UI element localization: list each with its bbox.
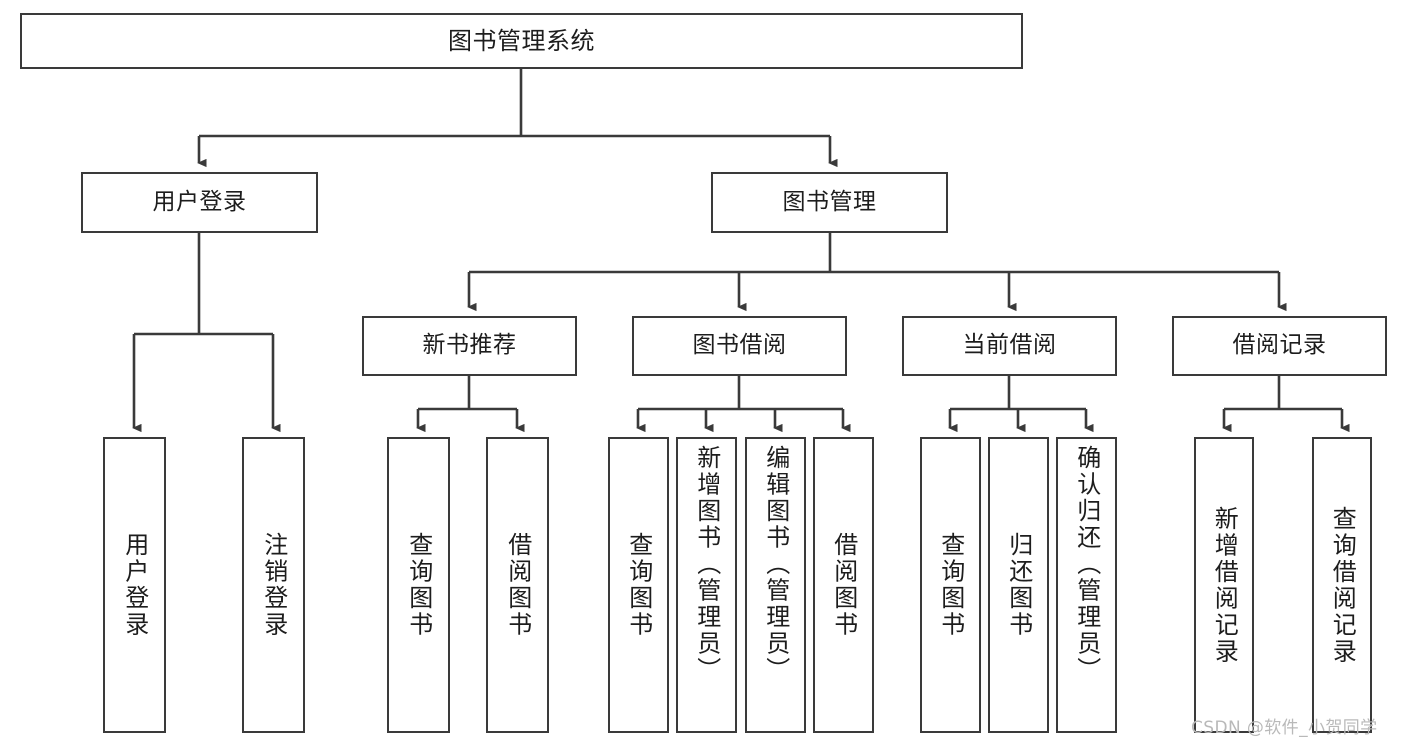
- leaf-book-borrow-borrow-book[interactable]: 借阅图书: [813, 437, 874, 733]
- leaf-user-login-login[interactable]: 用户登录: [103, 437, 166, 733]
- node-user-login[interactable]: 用户登录: [81, 172, 318, 233]
- leaf-book-borrow-add-book-admin[interactable]: 新增图书（管理员）: [676, 437, 737, 733]
- leaf-user-login-logout[interactable]: 注销登录: [242, 437, 305, 733]
- node-book-borrow[interactable]: 图书借阅: [632, 316, 847, 376]
- node-label: 确认归还（管理员）: [1072, 445, 1101, 684]
- node-label: 图书管理: [782, 188, 877, 215]
- leaf-current-borrow-return-book[interactable]: 归还图书: [988, 437, 1049, 733]
- node-label: 用户登录: [152, 188, 247, 215]
- leaf-borrow-record-query-record[interactable]: 查询借阅记录: [1312, 437, 1372, 733]
- node-label: 借阅图书: [503, 532, 532, 638]
- node-current-borrow[interactable]: 当前借阅: [902, 316, 1117, 376]
- node-label: 查询借阅记录: [1328, 505, 1357, 665]
- watermark-text: CSDN @软件_小贺同学: [1191, 718, 1378, 738]
- node-label: 图书借阅: [692, 332, 787, 359]
- node-root-book-management-system[interactable]: 图书管理系统: [20, 13, 1023, 69]
- leaf-book-borrow-query-book[interactable]: 查询图书: [608, 437, 669, 733]
- leaf-new-book-query-book[interactable]: 查询图书: [387, 437, 450, 733]
- node-label: 新增图书（管理员）: [692, 445, 721, 684]
- node-borrow-record[interactable]: 借阅记录: [1172, 316, 1387, 376]
- node-label: 查询图书: [404, 532, 433, 638]
- node-label: 查询图书: [624, 532, 653, 638]
- node-label: 用户登录: [120, 532, 149, 638]
- node-label: 查询图书: [936, 532, 965, 638]
- node-label: 图书管理系统: [448, 26, 595, 55]
- node-label: 新增借阅记录: [1210, 505, 1239, 665]
- leaf-new-book-borrow-book[interactable]: 借阅图书: [486, 437, 549, 733]
- leaf-current-borrow-confirm-return-admin[interactable]: 确认归还（管理员）: [1056, 437, 1117, 733]
- node-label: 编辑图书（管理员）: [761, 445, 790, 684]
- node-label: 当前借阅: [962, 332, 1057, 359]
- leaf-current-borrow-query-book[interactable]: 查询图书: [920, 437, 981, 733]
- leaf-book-borrow-edit-book-admin[interactable]: 编辑图书（管理员）: [745, 437, 806, 733]
- node-label: 注销登录: [259, 532, 288, 638]
- node-book-management[interactable]: 图书管理: [711, 172, 948, 233]
- node-new-book-recommend[interactable]: 新书推荐: [362, 316, 577, 376]
- node-label: 借阅记录: [1232, 332, 1327, 359]
- node-label: 借阅图书: [829, 532, 858, 638]
- leaf-borrow-record-add-record[interactable]: 新增借阅记录: [1194, 437, 1254, 733]
- node-label: 归还图书: [1004, 532, 1033, 638]
- node-label: 新书推荐: [422, 332, 517, 359]
